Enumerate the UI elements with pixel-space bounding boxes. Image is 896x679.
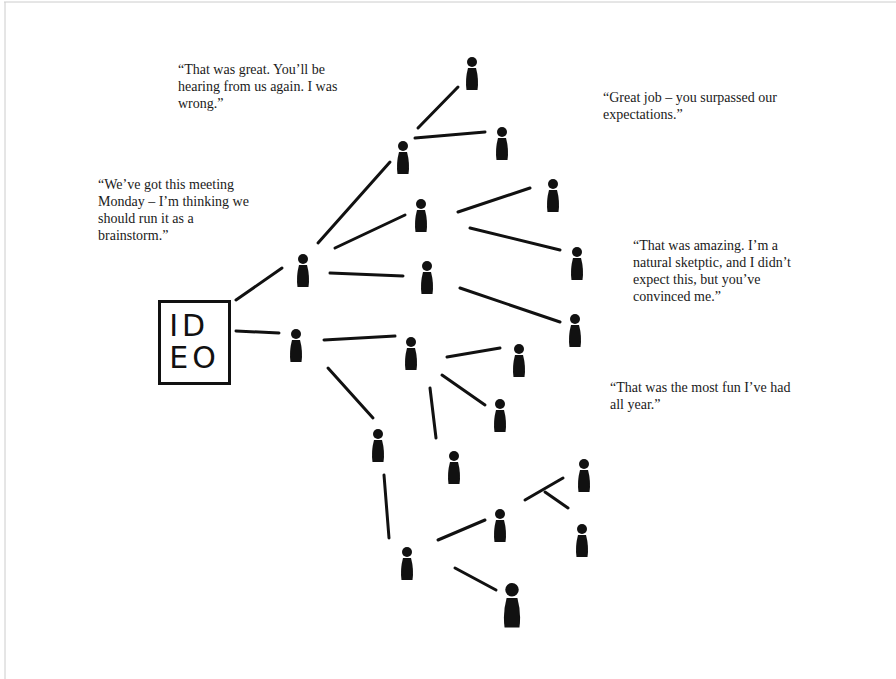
person-figure bbox=[569, 314, 581, 347]
person-figure bbox=[290, 329, 302, 362]
link-line bbox=[236, 331, 279, 333]
person-figure bbox=[401, 547, 413, 580]
quote-text: “We’ve got this meeting Monday – I’m thi… bbox=[98, 176, 260, 244]
link-line bbox=[330, 273, 403, 276]
quote-text: “Great job – you surpassed our expectati… bbox=[603, 89, 795, 123]
link-line bbox=[460, 288, 560, 322]
link-line bbox=[455, 568, 496, 590]
quote-text: “That was great. You’ll be hearing from … bbox=[178, 61, 364, 112]
node-label: ID EO bbox=[169, 310, 220, 375]
link-line bbox=[324, 336, 395, 340]
person-figure bbox=[466, 57, 478, 90]
link-line bbox=[442, 375, 485, 405]
quote-text: “That was amazing. I’m a natural sketpti… bbox=[633, 237, 791, 305]
link-line bbox=[470, 228, 560, 250]
quote-text: “That was the most fun I’ve had all year… bbox=[610, 379, 796, 413]
person-figure bbox=[513, 344, 525, 377]
person-figure bbox=[496, 127, 508, 160]
person-figure bbox=[576, 524, 588, 557]
link-line bbox=[447, 348, 500, 357]
link-line bbox=[545, 492, 568, 508]
person-figure bbox=[571, 247, 583, 280]
link-line bbox=[415, 132, 485, 138]
link-line bbox=[328, 368, 373, 418]
link-line bbox=[384, 475, 389, 538]
person-figure bbox=[297, 254, 309, 287]
person-figure bbox=[415, 199, 427, 232]
link-line bbox=[236, 268, 282, 300]
frame-line bbox=[4, 2, 896, 3]
person-figure bbox=[372, 429, 384, 462]
person-figure bbox=[421, 261, 433, 294]
person-figure bbox=[494, 509, 506, 542]
link-line bbox=[430, 388, 436, 438]
link-line bbox=[458, 188, 530, 212]
link-line bbox=[525, 478, 563, 500]
frame-line bbox=[5, 2, 6, 679]
person-figure bbox=[504, 583, 520, 628]
person-figure bbox=[547, 179, 559, 212]
link-line bbox=[418, 87, 458, 128]
person-figure bbox=[397, 141, 409, 174]
link-line bbox=[318, 162, 390, 243]
link-line bbox=[438, 520, 485, 540]
link-line bbox=[335, 215, 405, 248]
logo-box: ID EO bbox=[158, 300, 231, 385]
person-figure bbox=[448, 451, 460, 484]
person-figure bbox=[494, 399, 506, 432]
person-figure bbox=[405, 337, 417, 370]
person-figure bbox=[578, 459, 590, 492]
